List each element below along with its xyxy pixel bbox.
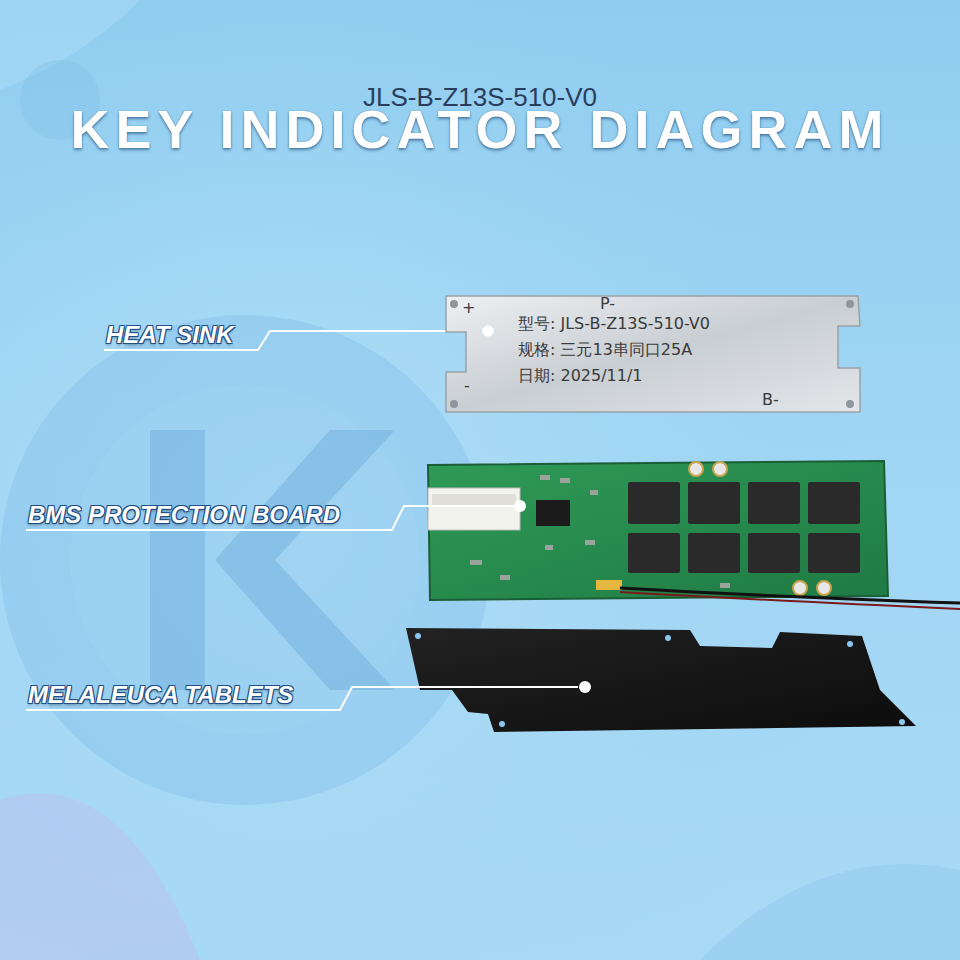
plate-print: P- bbox=[600, 294, 615, 313]
logo-k bbox=[215, 430, 395, 690]
plate-print: - bbox=[464, 376, 470, 395]
plate-print: 型号: JLS-B-Z13S-510-V0 bbox=[518, 314, 710, 333]
plate-print: 规格: 三元13串同口25A bbox=[518, 340, 692, 359]
bms-board bbox=[428, 461, 960, 609]
part-label: BMS PROTECTION BOARD bbox=[28, 503, 340, 527]
decor-shape bbox=[0, 793, 200, 960]
heat-sink-plate: + P-型号: JLS-B-Z13S-510-V0 规格: 三元13串同口25A 日期… bbox=[440, 292, 864, 416]
plate-print: B- bbox=[762, 390, 779, 409]
leader-dot bbox=[514, 500, 591, 693]
logo-k bbox=[150, 430, 205, 690]
decor-shape bbox=[700, 864, 960, 960]
plate-print: + bbox=[462, 298, 475, 317]
logo-circle bbox=[0, 315, 490, 805]
plate-print: 日期: 2025/11/1 bbox=[518, 366, 643, 385]
part-label: MELALEUCA TABLETS bbox=[28, 683, 293, 707]
part-label: HEAT SINK bbox=[106, 323, 234, 347]
model-number: JLS-B-Z13S-510-V0 bbox=[0, 84, 960, 110]
insulation-sheet bbox=[406, 628, 916, 732]
